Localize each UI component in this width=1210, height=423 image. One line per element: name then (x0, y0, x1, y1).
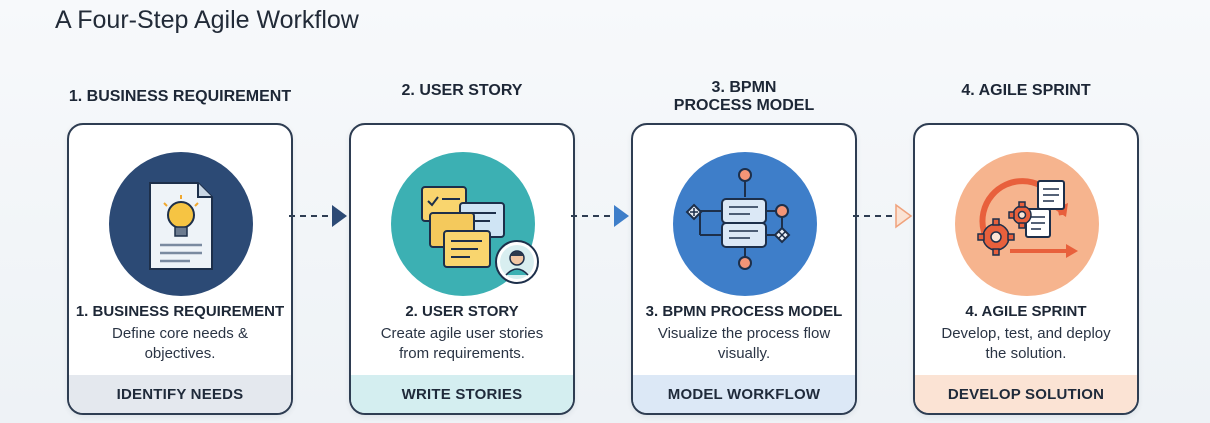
step-2-footer: WRITE STORIES (351, 375, 573, 413)
step-1-footer: IDENTIFY NEEDS (69, 375, 291, 413)
step-2-title: 2. USER STORY (405, 303, 519, 320)
step-3-footer: MODEL WORKFLOW (633, 375, 855, 413)
page-title: A Four-Step Agile Workflow (55, 6, 359, 34)
step-4-title: 4. AGILE SPRINT (965, 303, 1087, 320)
step-1-card: 1. BUSINESS REQUIREMENT Define core need… (67, 123, 293, 415)
flow-arrow-2 (571, 205, 629, 227)
step-1-description: Define core needs & objectives. (112, 325, 248, 362)
step-3-title: 3. BPMN PROCESS MODEL (645, 303, 843, 320)
document-lightbulb-icon (109, 152, 253, 296)
step-4-heading: 4. AGILE SPRINT (961, 82, 1091, 99)
step-1-heading: 1. BUSINESS REQUIREMENT (68, 88, 292, 105)
flow-arrow-3 (853, 203, 913, 229)
bpmn-flow-icon (673, 152, 817, 296)
step-4-card: 4. AGILE SPRINT Develop, test, and deplo… (913, 123, 1139, 415)
step-3-description: Visualize the process flow visually. (657, 325, 831, 362)
user-avatar-icon (495, 240, 539, 284)
step-2-heading: 2. USER STORY (401, 82, 523, 99)
step-4-description: Develop, test, and deploy the solution. (941, 325, 1111, 362)
step-2-card: 2. USER STORY Create agile user stories … (349, 123, 575, 415)
step-3-heading: 3. BPMN PROCESS MODEL (673, 79, 815, 114)
step-2-description: Create agile user stories from requireme… (380, 325, 544, 362)
flow-arrow-1 (289, 205, 347, 227)
step-3-card: 3. BPMN PROCESS MODEL Visualize the proc… (631, 123, 857, 415)
sprint-cycle-gears-icon (955, 152, 1099, 296)
step-1-title: 1. BUSINESS REQUIREMENT (75, 303, 285, 320)
step-4-footer: DEVELOP SOLUTION (915, 375, 1137, 413)
